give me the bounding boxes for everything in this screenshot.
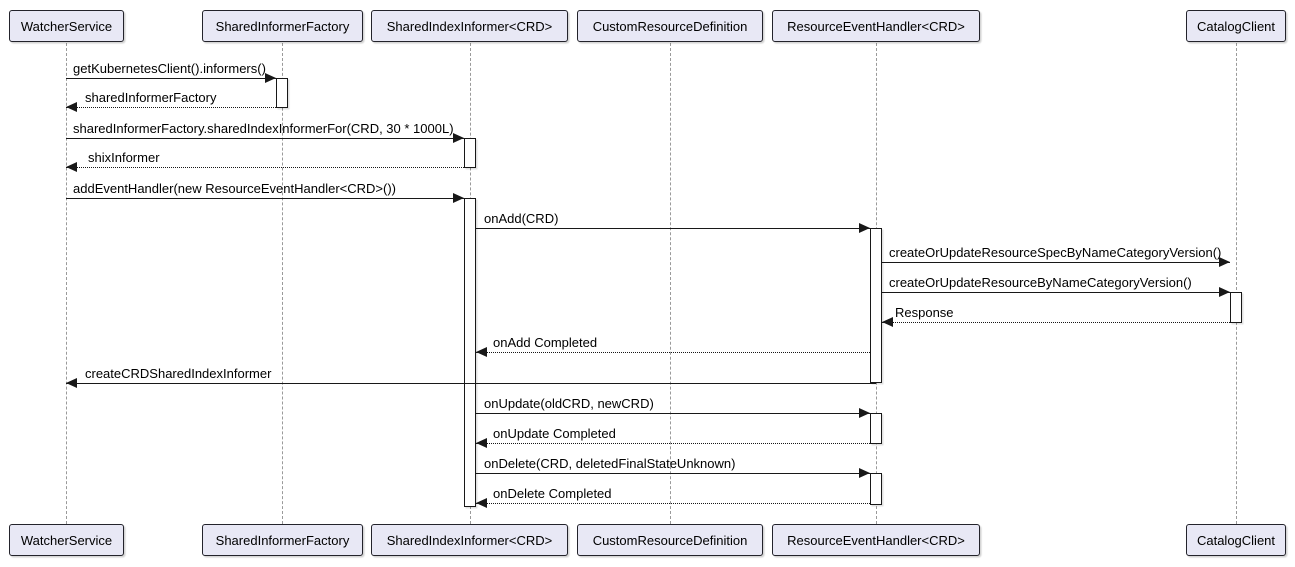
message-shared-index-informer-for-label: sharedInformerFactory.sharedIndexInforme… bbox=[73, 121, 454, 136]
activation-shared-index-informer-2 bbox=[464, 198, 476, 507]
participant-shared-informer-factory-top: SharedInformerFactory bbox=[202, 10, 363, 42]
activation-resource-event-handler-3 bbox=[870, 473, 882, 505]
lifeline-catalog-client bbox=[1236, 43, 1237, 524]
message-create-or-update-resource-spec-label: createOrUpdateResourceSpecByNameCategory… bbox=[889, 245, 1222, 260]
participant-resource-event-handler-crd-top: ResourceEventHandler<CRD> bbox=[772, 10, 980, 42]
arrowhead-right-icon bbox=[859, 408, 870, 418]
participant-shared-index-informer-crd-top: SharedIndexInformer<CRD> bbox=[371, 10, 568, 42]
message-on-update-label: onUpdate(oldCRD, newCRD) bbox=[484, 396, 654, 411]
message-response-return-label: Response bbox=[895, 305, 954, 320]
message-on-update-completed-label: onUpdate Completed bbox=[493, 426, 616, 441]
message-shix-informer-return-line bbox=[66, 167, 464, 168]
participant-resource-event-handler-crd-bottom: ResourceEventHandler<CRD> bbox=[772, 524, 980, 556]
message-on-delete-completed-label: onDelete Completed bbox=[493, 486, 612, 501]
message-on-delete-line bbox=[476, 473, 870, 474]
message-on-add-line bbox=[476, 228, 870, 229]
message-on-add-completed-line bbox=[476, 352, 870, 353]
arrowhead-right-icon bbox=[453, 133, 464, 143]
arrowhead-right-icon bbox=[1219, 287, 1230, 297]
lifeline-shared-informer-factory bbox=[282, 43, 283, 524]
activation-resource-event-handler-2 bbox=[870, 413, 882, 444]
participant-catalog-client-top: CatalogClient bbox=[1186, 10, 1286, 42]
activation-shared-index-informer-1 bbox=[464, 138, 476, 168]
arrowhead-left-icon bbox=[66, 102, 77, 112]
message-create-or-update-resource-label: createOrUpdateResourceByNameCategoryVers… bbox=[889, 275, 1192, 290]
message-on-delete-completed-line bbox=[476, 503, 870, 504]
message-shared-index-informer-for-line bbox=[66, 138, 464, 139]
message-on-update-line bbox=[476, 413, 870, 414]
message-shared-informer-factory-return-line bbox=[66, 107, 276, 108]
message-on-delete-label: onDelete(CRD, deletedFinalStateUnknown) bbox=[484, 456, 736, 471]
arrowhead-left-icon bbox=[882, 317, 893, 327]
message-create-or-update-resource-spec-line bbox=[882, 262, 1230, 263]
message-on-add-label: onAdd(CRD) bbox=[484, 211, 559, 226]
activation-catalog-client bbox=[1230, 292, 1242, 323]
participant-catalog-client-bottom: CatalogClient bbox=[1186, 524, 1286, 556]
message-create-crd-shared-index-informer-label: createCRDSharedIndexInformer bbox=[85, 366, 272, 381]
activation-shared-informer-factory bbox=[276, 78, 288, 108]
participant-shared-index-informer-crd-bottom: SharedIndexInformer<CRD> bbox=[371, 524, 568, 556]
message-create-crd-shared-index-informer-line bbox=[66, 383, 876, 384]
arrowhead-left-icon bbox=[476, 498, 487, 508]
message-add-event-handler-label: addEventHandler(new ResourceEventHandler… bbox=[73, 181, 396, 196]
message-shared-informer-factory-return-label: sharedInformerFactory bbox=[85, 90, 217, 105]
message-get-kubernetes-client-label: getKubernetesClient().informers() bbox=[73, 61, 266, 76]
arrowhead-right-icon bbox=[265, 73, 276, 83]
arrowhead-left-icon bbox=[66, 162, 77, 172]
participant-shared-informer-factory-bottom: SharedInformerFactory bbox=[202, 524, 363, 556]
arrowhead-left-icon bbox=[66, 378, 77, 388]
lifeline-custom-resource-definition bbox=[670, 43, 671, 524]
message-on-update-completed-line bbox=[476, 443, 870, 444]
message-shix-informer-return-label: shixInformer bbox=[88, 150, 160, 165]
participant-watcher-service-bottom: WatcherService bbox=[9, 524, 124, 556]
activation-resource-event-handler-1 bbox=[870, 228, 882, 383]
message-add-event-handler-line bbox=[66, 198, 464, 199]
arrowhead-right-icon bbox=[1219, 257, 1230, 267]
arrowhead-right-icon bbox=[859, 223, 870, 233]
message-get-kubernetes-client-line bbox=[66, 78, 276, 79]
lifeline-watcher-service bbox=[66, 43, 67, 524]
message-on-add-completed-label: onAdd Completed bbox=[493, 335, 598, 350]
arrowhead-left-icon bbox=[476, 438, 487, 448]
participant-custom-resource-definition-bottom: CustomResourceDefinition bbox=[577, 524, 763, 556]
message-response-return-line bbox=[882, 322, 1230, 323]
participant-watcher-service-top: WatcherService bbox=[9, 10, 124, 42]
arrowhead-right-icon bbox=[859, 468, 870, 478]
arrowhead-right-icon bbox=[453, 193, 464, 203]
participant-custom-resource-definition-top: CustomResourceDefinition bbox=[577, 10, 763, 42]
message-create-or-update-resource-line bbox=[882, 292, 1230, 293]
arrowhead-left-icon bbox=[476, 347, 487, 357]
